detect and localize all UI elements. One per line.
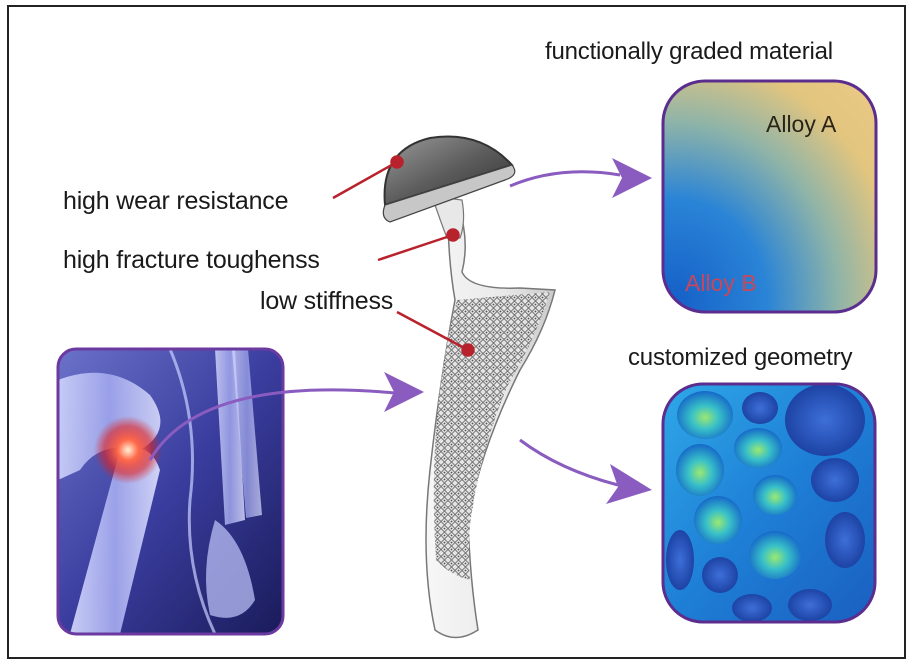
callout-stiffness: low stiffness <box>260 287 393 316</box>
callout-wear-resistance: high wear resistance <box>63 187 288 216</box>
arrow-to-geometry <box>520 440 618 485</box>
alloy-b-label: Alloy B <box>685 270 757 297</box>
arrow-to-graded-material <box>510 172 620 186</box>
graded-material-heading: functionally graded material <box>545 38 833 66</box>
customized-geometry-panel <box>663 384 875 622</box>
arrow-head-graded <box>612 158 652 198</box>
customized-geometry-heading: customized geometry <box>628 344 852 372</box>
callout-fracture-toughness: high fracture toughenss <box>63 246 320 275</box>
stiffness-callout-dot <box>463 345 474 356</box>
wear-callout-dot <box>392 157 403 168</box>
alloy-a-label: Alloy A <box>766 111 836 138</box>
fracture-callout-dot <box>448 230 459 241</box>
fracture-callout-line <box>378 235 453 260</box>
hip-xray-panel <box>58 349 283 634</box>
